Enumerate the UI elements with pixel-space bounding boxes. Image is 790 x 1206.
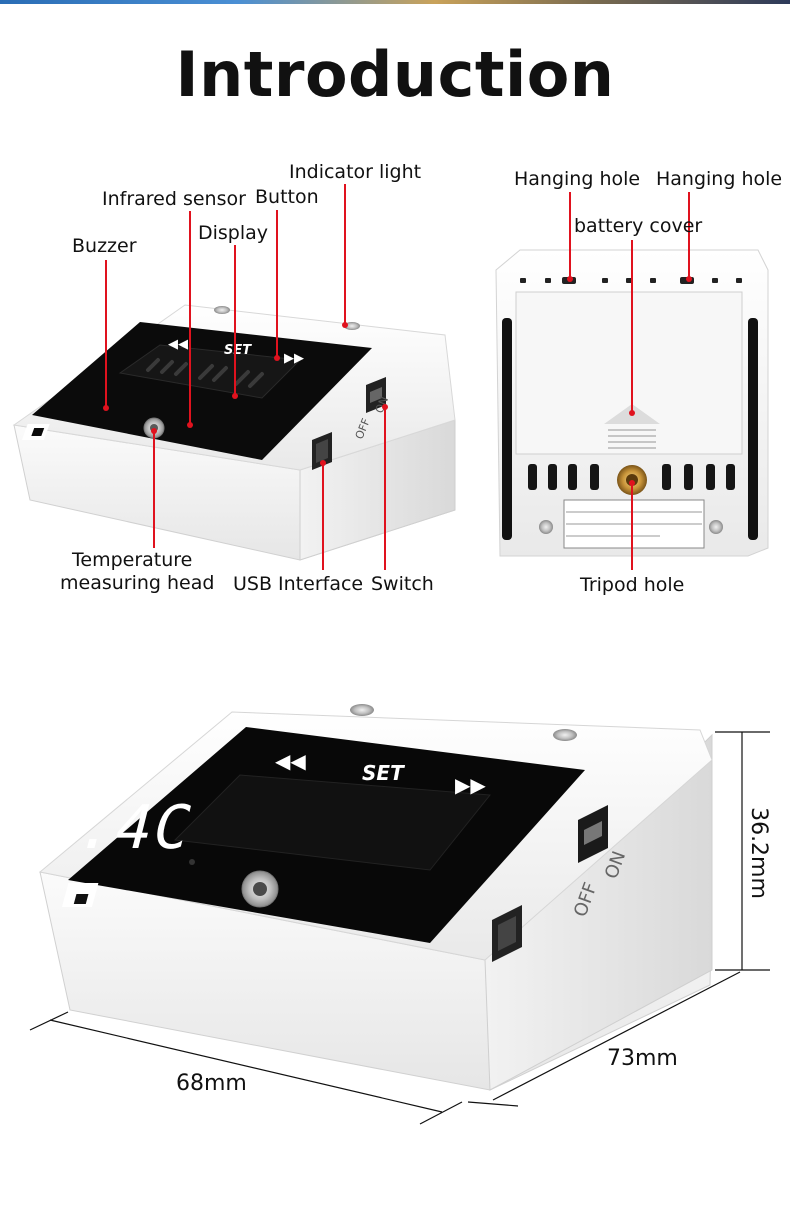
label-infrared-sensor: Infrared sensor	[102, 188, 246, 210]
label-display: Display	[198, 222, 269, 244]
label-button: Button	[255, 186, 319, 208]
front-on-text: ON	[373, 395, 391, 416]
leader-dot-hanging-hole-left	[567, 276, 573, 282]
dimension-lines	[29, 731, 770, 1125]
leader-temperature-head	[153, 430, 155, 548]
svg-text:▶▶: ▶▶	[455, 773, 486, 797]
leader-display	[234, 245, 236, 395]
leader-dot-button	[274, 355, 280, 361]
svg-text:▶▶: ▶▶	[284, 351, 304, 366]
leader-dot-hanging-hole-right	[686, 276, 692, 282]
leader-dot-infrared-sensor	[187, 422, 193, 428]
page-title: Introduction	[175, 38, 615, 111]
leader-battery-cover	[631, 240, 633, 412]
dimension-height: 36.2mm	[745, 807, 771, 899]
leader-dot-switch	[382, 404, 388, 410]
top-banner-strip	[0, 0, 790, 4]
label-buzzer: Buzzer	[72, 235, 137, 257]
leader-dot-buzzer	[103, 405, 109, 411]
temperature-reading: 36.4C	[0, 793, 201, 863]
dimension-width: 68mm	[176, 1071, 247, 1096]
leader-dot-indicator-light	[342, 322, 348, 328]
leader-dot-battery-cover	[629, 410, 635, 416]
label-temperature-head-line1: Temperature	[72, 549, 193, 571]
leader-button	[276, 210, 278, 358]
leader-indicator-light	[344, 184, 346, 324]
leader-tripod-hole	[631, 482, 633, 570]
label-usb-interface: USB Interface	[233, 573, 364, 595]
leader-dot-temperature-head	[151, 428, 157, 434]
dimension-device-image: 36.4C ◀◀ SET ▶▶ OFF ON	[0, 704, 713, 1091]
svg-text:◀◀: ◀◀	[168, 337, 188, 352]
label-hanging-hole-left: Hanging hole	[514, 168, 641, 190]
leader-dot-usb-interface	[320, 460, 326, 466]
label-tripod-hole: Tripod hole	[580, 574, 685, 596]
leader-buzzer	[105, 260, 107, 408]
leader-hanging-hole-right	[688, 192, 690, 278]
dimension-depth: 73mm	[607, 1046, 678, 1071]
label-indicator-light: Indicator light	[289, 161, 422, 183]
leader-dot-tripod-hole	[629, 480, 635, 486]
label-temperature-head-line2: measuring head	[60, 572, 215, 594]
front-device-image: ◀◀ SET ▶▶ OFF ON	[12, 304, 456, 561]
leader-dot-display	[232, 393, 238, 399]
leader-infrared-sensor	[189, 211, 191, 425]
leader-usb-interface	[322, 462, 324, 570]
dim-set-text: SET	[362, 761, 405, 785]
leader-hanging-hole-left	[569, 192, 571, 278]
label-hanging-hole-right: Hanging hole	[656, 168, 783, 190]
label-battery-cover: battery cover	[574, 215, 703, 237]
front-set-text: SET	[224, 343, 252, 358]
svg-text:◀◀: ◀◀	[275, 749, 306, 773]
leader-switch	[384, 406, 386, 570]
label-switch: Switch	[371, 573, 434, 595]
